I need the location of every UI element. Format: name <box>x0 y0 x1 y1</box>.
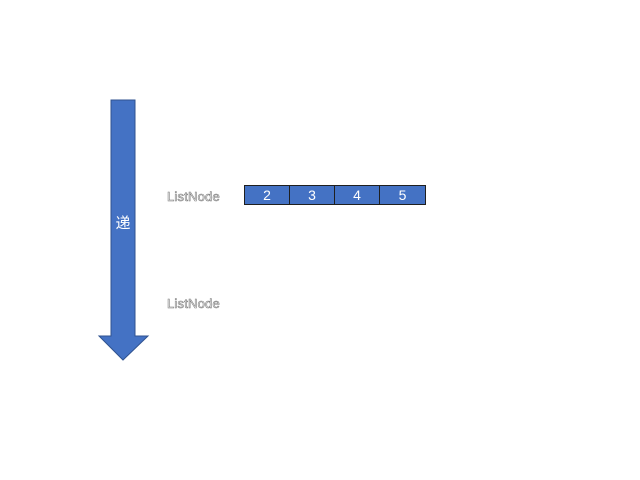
down-arrow-body <box>97 99 150 361</box>
list-cell: 5 <box>380 186 425 204</box>
list-cell: 2 <box>245 186 290 204</box>
list-cell: 4 <box>335 186 380 204</box>
list-node-label: ListNode <box>167 296 220 312</box>
arrow-label: 递 <box>115 214 131 232</box>
down-arrow-shape <box>97 99 150 361</box>
list-node-label: ListNode <box>167 189 220 205</box>
linked-list-row: 2 3 4 5 <box>244 185 426 205</box>
list-cell: 3 <box>290 186 335 204</box>
